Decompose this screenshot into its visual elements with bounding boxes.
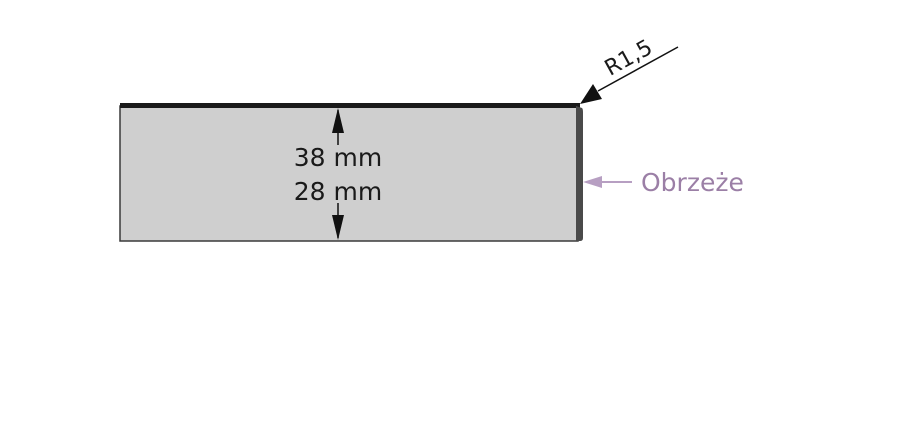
dimension-arrowhead-top — [332, 108, 344, 133]
radius-leader-arrowhead — [580, 84, 602, 104]
board-cross-section — [119, 105, 579, 242]
edge-leader-arrowhead — [583, 176, 602, 188]
leader-arrow-icon — [583, 176, 632, 188]
edge-banding-strip — [576, 106, 583, 241]
radius-leader-line — [597, 46, 679, 92]
double-headed-vertical-arrow-icon — [332, 108, 344, 240]
leader-arrow-icon — [580, 46, 679, 104]
thickness-label-38: 38 mm — [294, 143, 382, 172]
board-top-surface — [120, 103, 580, 108]
edge-banding-label: Obrzeże — [641, 168, 744, 197]
thickness-label-28: 28 mm — [294, 177, 382, 206]
dimension-arrowhead-bottom — [332, 215, 344, 240]
